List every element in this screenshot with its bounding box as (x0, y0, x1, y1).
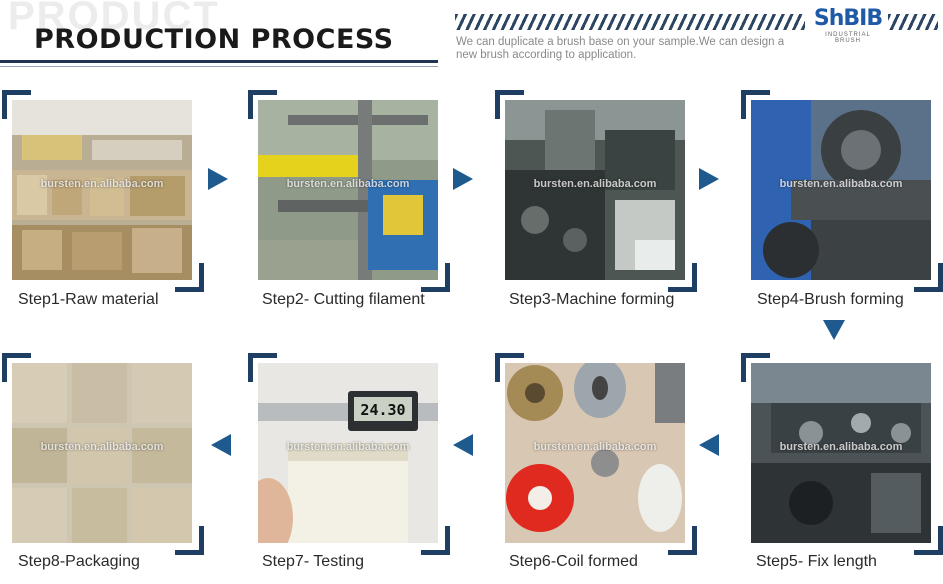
brush-forming-image: bursten.en.alibaba.com (751, 100, 931, 280)
watermark: bursten.en.alibaba.com (533, 178, 657, 190)
machine-forming-image: bursten.en.alibaba.com (505, 100, 685, 280)
watermark: bursten.en.alibaba.com (40, 178, 164, 190)
header-ghost-text: PRODUCT (8, 0, 220, 38)
page-title: PRODUCTION PROCESS (34, 24, 394, 55)
arrow-left-icon (453, 434, 473, 456)
step-8-photo: bursten.en.alibaba.com (2, 353, 204, 555)
step-1-photo: bursten.en.alibaba.com (2, 90, 204, 292)
step-5-label: Step5- Fix length (756, 553, 877, 570)
header-hatch-decoration-right (888, 14, 938, 30)
arrow-left-icon (699, 434, 719, 456)
step-4-label: Step4-Brush forming (757, 291, 904, 308)
logo-subtext: INDUSTRIAL BRUSH (825, 32, 871, 44)
raw-material-image: bursten.en.alibaba.com (12, 100, 192, 280)
watermark: bursten.en.alibaba.com (286, 178, 410, 190)
arrow-down-icon (823, 320, 845, 340)
title-underline (0, 60, 438, 63)
cutting-filament-image: bursten.en.alibaba.com (258, 100, 438, 280)
arrow-right-icon (208, 168, 228, 190)
step-3-label: Step3-Machine forming (509, 291, 675, 308)
step-1-label: Step1-Raw material (18, 291, 159, 308)
step-7-label: Step7- Testing (262, 553, 364, 570)
caliper-display: 24.30 (360, 401, 405, 419)
packaging-image: bursten.en.alibaba.com (12, 363, 192, 543)
logo-text: ShBIB (813, 6, 883, 31)
arrow-right-icon (699, 168, 719, 190)
title-underline-thin (0, 66, 438, 67)
step-7-photo: 24.30 bursten.en.alibaba.com (248, 353, 450, 555)
step-6-photo: bursten.en.alibaba.com (495, 353, 697, 555)
step-5-photo: bursten.en.alibaba.com (741, 353, 943, 555)
fix-length-image: bursten.en.alibaba.com (751, 363, 931, 543)
step-2-label: Step2- Cutting filament (262, 291, 425, 308)
brand-logo: ShBIB INDUSTRIAL BRUSH (812, 6, 884, 44)
watermark: bursten.en.alibaba.com (779, 441, 903, 453)
step-3-photo: bursten.en.alibaba.com (495, 90, 697, 292)
watermark: bursten.en.alibaba.com (779, 178, 903, 190)
coil-formed-image: bursten.en.alibaba.com (505, 363, 685, 543)
header-subtitle: We can duplicate a brush base on your sa… (456, 36, 785, 61)
arrow-right-icon (453, 168, 473, 190)
step-2-photo: bursten.en.alibaba.com (248, 90, 450, 292)
step-8-label: Step8-Packaging (18, 553, 140, 570)
step-6-label: Step6-Coil formed (509, 553, 638, 570)
step-4-photo: bursten.en.alibaba.com (741, 90, 943, 292)
arrow-left-icon (211, 434, 231, 456)
watermark: bursten.en.alibaba.com (40, 441, 164, 453)
watermark: bursten.en.alibaba.com (533, 441, 657, 453)
watermark: bursten.en.alibaba.com (286, 441, 410, 453)
testing-image: 24.30 bursten.en.alibaba.com (258, 363, 438, 543)
header-hatch-decoration (455, 14, 805, 30)
